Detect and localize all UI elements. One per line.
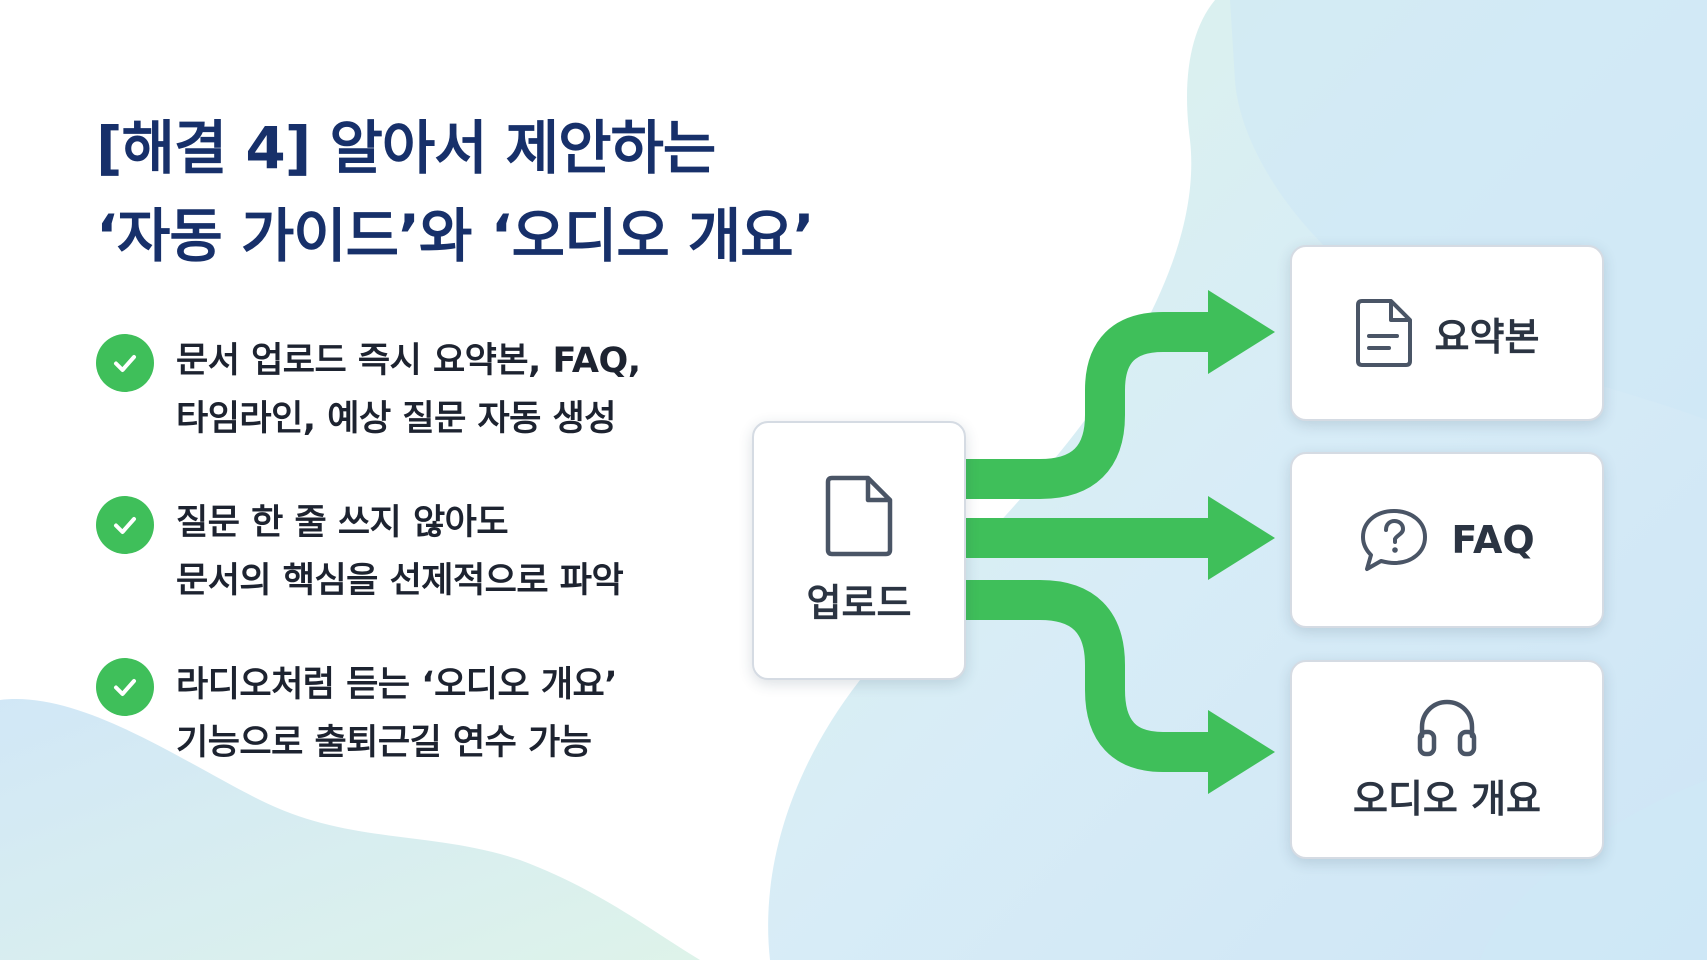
summary-label: 요약본 <box>1434 314 1540 359</box>
document-lines-icon <box>1355 298 1413 368</box>
feature-item-text: 라디오처럼 듣는 ‘오디오 개요’ 기능으로 출퇴근길 연수 가능 <box>176 656 716 772</box>
feature-item-line-1: 라디오처럼 듣는 ‘오디오 개요’ <box>176 665 618 705</box>
arrowhead-summary <box>1208 290 1275 374</box>
feature-item-line-2: 기능으로 출퇴근길 연수 가능 <box>176 723 592 763</box>
question-bubble-icon <box>1359 507 1429 573</box>
page-title: [해결 4] 알아서 제안하는 ‘자동 가이드’와 ‘오디오 개요’ <box>96 104 815 280</box>
headphones-icon <box>1416 696 1478 758</box>
faq-label: FAQ <box>1451 518 1535 562</box>
check-circle-icon <box>96 658 154 716</box>
file-icon <box>824 474 894 558</box>
arrow-to-audio <box>962 580 1215 772</box>
feature-item-line-1: 문서 업로드 즉시 요약본, FAQ, <box>176 341 641 381</box>
faq-card: FAQ <box>1290 452 1604 628</box>
arrow-to-summary <box>962 312 1215 499</box>
check-circle-icon <box>96 334 154 392</box>
feature-item-2: 질문 한 줄 쓰지 않아도 문서의 핵심을 선제적으로 파악 <box>96 494 696 614</box>
page-title-line-2: ‘자동 가이드’와 ‘오디오 개요’ <box>96 202 815 270</box>
feature-item-line-2: 타임라인, 예상 질문 자동 생성 <box>176 399 616 439</box>
feature-item-1: 문서 업로드 즉시 요약본, FAQ, 타임라인, 예상 질문 자동 생성 <box>96 332 696 452</box>
upload-label: 업로드 <box>806 581 912 625</box>
feature-item-text: 질문 한 줄 쓰지 않아도 문서의 핵심을 선제적으로 파악 <box>176 494 716 610</box>
summary-card: 요약본 <box>1290 245 1604 421</box>
feature-item-line-2: 문서의 핵심을 선제적으로 파악 <box>176 561 624 601</box>
arrowhead-audio <box>1208 710 1275 794</box>
audio-overview-label: 오디오 개요 <box>1352 777 1542 821</box>
page-title-line-1: [해결 4] 알아서 제안하는 <box>96 114 716 182</box>
feature-item-line-1: 질문 한 줄 쓰지 않아도 <box>176 503 509 543</box>
audio-overview-card: 오디오 개요 <box>1290 660 1604 859</box>
check-circle-icon <box>96 496 154 554</box>
feature-item-3: 라디오처럼 듣는 ‘오디오 개요’ 기능으로 출퇴근길 연수 가능 <box>96 656 696 776</box>
arrowhead-faq <box>1208 496 1275 580</box>
upload-card: 업로드 <box>752 421 966 680</box>
feature-item-text: 문서 업로드 즉시 요약본, FAQ, 타임라인, 예상 질문 자동 생성 <box>176 332 716 448</box>
